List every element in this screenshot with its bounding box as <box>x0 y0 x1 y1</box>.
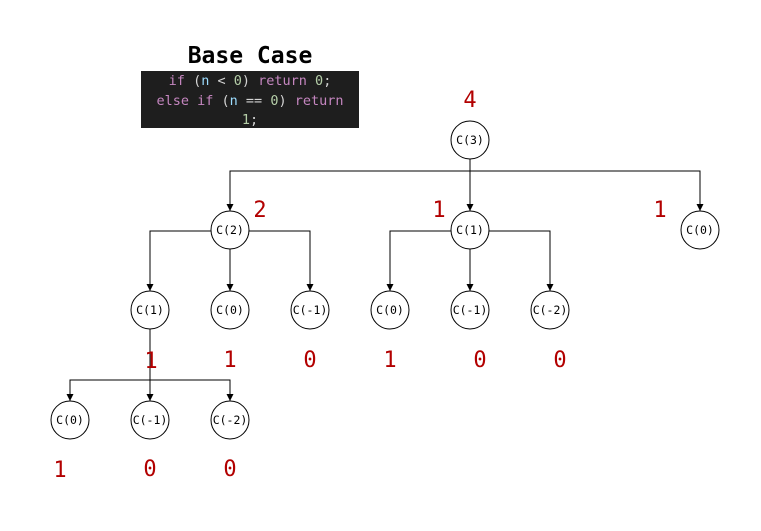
node-label: C(3) <box>456 133 484 147</box>
node-circle <box>450 120 490 160</box>
code-token: ) <box>278 92 295 109</box>
node-circle <box>450 210 490 250</box>
code-token: 0 <box>233 73 242 89</box>
code-token: == <box>237 92 271 109</box>
code-line: if (n < 0) return 0; <box>141 72 359 92</box>
return-value-label: 1 <box>432 198 445 223</box>
tree-node: C(2) <box>210 210 250 250</box>
code-token: return <box>258 73 316 89</box>
code-token: ( <box>221 92 230 109</box>
code-line: else if (n == 0) return <box>141 92 359 112</box>
tree-node: C(0) <box>370 290 410 330</box>
return-value-label: 2 <box>253 198 266 223</box>
return-value-label: 1 <box>223 348 236 373</box>
code-token: ) <box>241 73 259 89</box>
return-value-label: 0 <box>473 348 486 373</box>
node-label: C(-1) <box>133 413 168 427</box>
code-token: < <box>209 73 234 89</box>
return-value-label: 1 <box>383 348 396 373</box>
return-value-label: 4 <box>463 88 476 113</box>
node-label: C(0) <box>376 303 404 317</box>
tree-nodes: C(3) C(2) C(1) C(0) C(1) C(0) C(-1) C(0) C(-1) C(… <box>50 120 720 440</box>
tree-node: C(-1) <box>290 290 330 330</box>
return-value-label: 0 <box>303 348 316 373</box>
node-label: C(1) <box>136 303 164 317</box>
code-token: 0 <box>315 73 324 89</box>
tree-node: C(-1) <box>450 290 490 330</box>
node-circle <box>450 290 490 330</box>
return-value-label: 1 <box>653 198 666 223</box>
node-circle <box>210 210 250 250</box>
node-label: C(0) <box>216 303 244 317</box>
tree-node: C(0) <box>210 290 250 330</box>
node-label: C(-2) <box>533 303 568 317</box>
node-label: C(0) <box>686 223 714 237</box>
tree-node: C(1) <box>130 290 170 330</box>
return-value-label: 1 <box>53 458 66 483</box>
node-circle <box>530 290 570 330</box>
node-label: C(-1) <box>453 303 488 317</box>
diagram-title: Base Case <box>188 43 313 69</box>
node-label: C(1) <box>456 223 484 237</box>
return-value-label: 1 <box>144 349 157 374</box>
code-line: 1; <box>141 111 359 131</box>
code-token: else <box>156 92 198 109</box>
node-circle <box>210 290 250 330</box>
code-token: ; <box>250 112 259 128</box>
node-circle <box>130 400 170 440</box>
node-circle <box>370 290 410 330</box>
edge-n1b-to-nm2b <box>149 329 234 401</box>
tree-node: C(0) <box>50 400 90 440</box>
node-circle <box>680 210 720 250</box>
code-token: n <box>201 73 210 89</box>
code-token: if <box>168 73 194 89</box>
tree-node: C(-1) <box>130 400 170 440</box>
code-token: return <box>294 92 344 109</box>
node-circle <box>210 400 250 440</box>
tree-node: C(0) <box>680 210 720 250</box>
node-circle <box>50 400 90 440</box>
node-label: C(2) <box>216 223 244 237</box>
return-value-label: 0 <box>143 457 156 482</box>
code-token: ( <box>193 73 202 89</box>
tree-node: C(3) <box>450 120 490 160</box>
return-value-label: 0 <box>223 457 236 482</box>
node-label: C(-2) <box>213 413 248 427</box>
tree-node: C(-2) <box>210 400 250 440</box>
code-token: if <box>197 92 222 109</box>
node-label: C(0) <box>56 413 84 427</box>
tree-node: C(-2) <box>530 290 570 330</box>
return-value-label: 0 <box>553 348 566 373</box>
code-token: 1 <box>241 112 250 128</box>
code-token: n <box>229 92 238 109</box>
node-circle <box>130 290 170 330</box>
node-circle <box>290 290 330 330</box>
return-values: 4 2 1 1 1 1 0 1 0 0 1 0 0 <box>53 88 666 483</box>
tree-node: C(1) <box>450 210 490 250</box>
base-case-code-block: if (n < 0) return 0;else if (n == 0) ret… <box>141 71 359 128</box>
code-token: ; <box>323 73 332 89</box>
edge-n1b-to-n0d <box>66 329 151 401</box>
code-token: 0 <box>270 92 279 109</box>
node-label: C(-1) <box>293 303 328 317</box>
edge-n3-to-n0a <box>469 159 704 211</box>
